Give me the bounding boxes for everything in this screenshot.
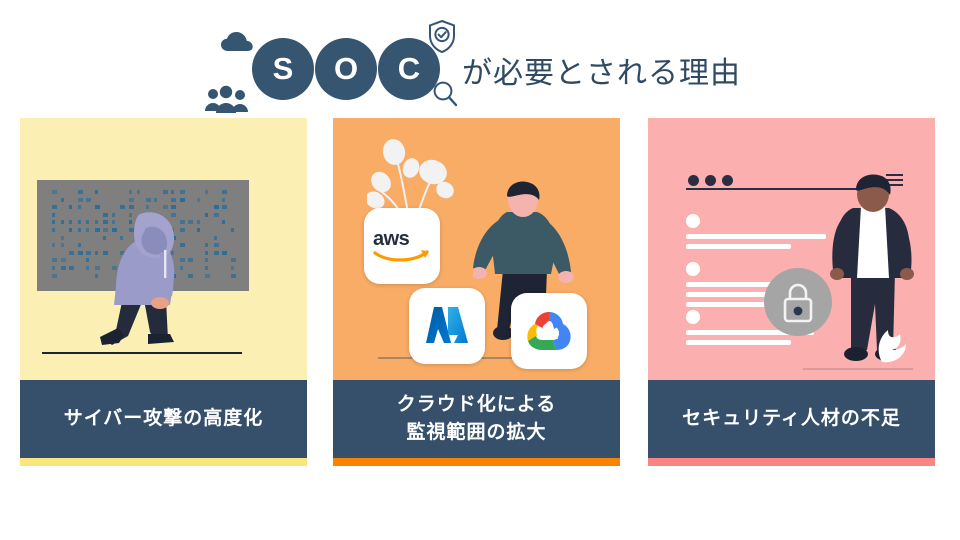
list-bullet-icon (686, 214, 700, 228)
aws-wordmark: aws (373, 228, 410, 250)
card-illustration-cyber-attack (20, 118, 307, 380)
soc-logo: S O C (252, 38, 452, 100)
card-accent-bar-pink (648, 458, 935, 466)
card-label-cyber-attack: サイバー攻撃の高度化 (20, 380, 307, 458)
hamburger-menu-icon[interactable] (886, 174, 903, 189)
card-talent-shortage[interactable]: セキュリティ人材の不足 (648, 118, 935, 466)
card-illustration-talent-shortage (648, 118, 935, 380)
title-inner: S O C が必要とされる理由 (196, 12, 816, 113)
slide-title-area: S O C が必要とされる理由 (0, 0, 960, 118)
card-illustration-cloud-adoption: aws (333, 118, 620, 380)
list-line (686, 244, 791, 249)
list-line (686, 292, 814, 297)
soc-letter-o: O (315, 38, 377, 100)
list-line (686, 340, 791, 345)
card-accent-bar-yellow (20, 458, 307, 466)
magnifier-icon (432, 80, 458, 113)
azure-logo-card[interactable] (409, 288, 485, 364)
aws-logo-card[interactable]: aws (364, 208, 440, 284)
card-label-talent-shortage: セキュリティ人材の不足 (648, 380, 935, 458)
person-figure (830, 174, 914, 361)
list-line (686, 330, 814, 335)
window-dot-icon (722, 175, 733, 186)
google-cloud-logo-icon (527, 312, 571, 350)
card-cloud-adoption[interactable]: aws (333, 118, 620, 466)
hooded-hacker-figure (100, 212, 175, 345)
list-bullet-icon (686, 310, 700, 324)
list-line (686, 302, 798, 307)
list-line (686, 282, 826, 287)
window-dot-icon (705, 175, 716, 186)
list-bullet-icon (686, 262, 700, 276)
people-icon (204, 84, 250, 119)
page-title: が必要とされる理由 (462, 57, 741, 90)
leaf-icon (878, 330, 906, 363)
soc-letter-s: S (252, 38, 314, 100)
lock-badge-circle (764, 268, 832, 336)
soc-letter-c: C (378, 38, 440, 100)
plant-icon (367, 139, 454, 231)
ground-line (42, 352, 242, 354)
cloud-icon (218, 30, 258, 59)
card-cyber-attack[interactable]: サイバー攻撃の高度化 (20, 118, 307, 466)
card-label-cloud-adoption: クラウド化による 監視範囲の拡大 (333, 380, 620, 458)
window-dot-icon (688, 175, 699, 186)
shield-check-icon (428, 19, 456, 58)
window-divider (686, 188, 866, 190)
ground-line (803, 368, 913, 370)
google-cloud-logo-card[interactable] (511, 293, 587, 369)
azure-logo-icon (426, 307, 468, 343)
list-line (686, 234, 826, 239)
aws-smile-icon (373, 250, 429, 262)
lock-icon (783, 283, 813, 323)
card-accent-bar-orange (333, 458, 620, 466)
